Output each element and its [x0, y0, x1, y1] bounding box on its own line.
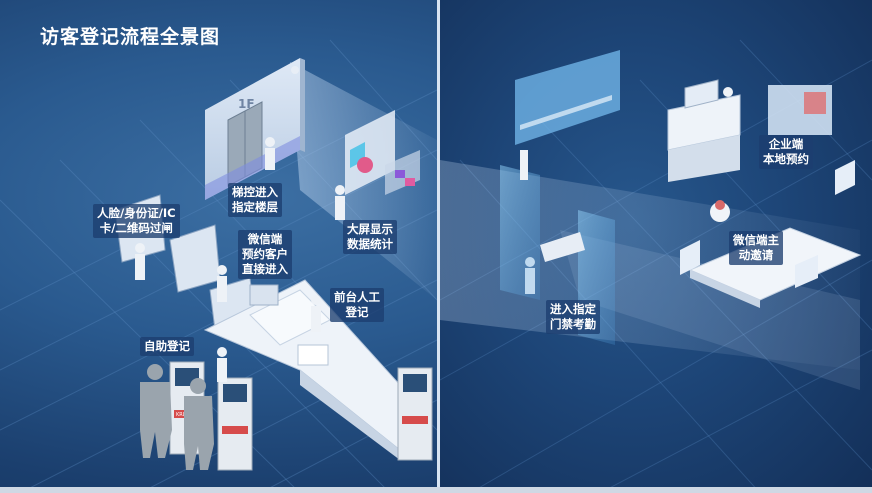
video-wall — [515, 50, 620, 145]
camera-icon — [291, 66, 299, 74]
big-screen-display — [345, 110, 420, 195]
label-wechat-preappointed: 微信端预约客户直接进入 — [238, 230, 292, 279]
bottom-bar — [0, 487, 872, 493]
floor-sign: 1F — [238, 97, 255, 111]
page-title: 访客登记流程全景图 — [40, 26, 221, 48]
label-wechat-invite: 微信端主动邀请 — [729, 231, 783, 265]
elevator-wall — [205, 58, 305, 200]
label-elevator: 梯控进入指定楼层 — [228, 183, 282, 217]
label-front-desk: 前台人工登记 — [330, 288, 384, 322]
light-beams — [290, 62, 860, 390]
meeting-table — [680, 160, 862, 308]
label-enterprise: 企业端本地预约 — [759, 135, 813, 169]
visitor-silhouettes — [140, 364, 214, 470]
label-big-screen: 大屏显示数据统计 — [343, 220, 397, 254]
label-self-service: 自助登记 — [140, 337, 194, 356]
panel-divider — [437, 0, 440, 493]
label-access-control: 进入指定门禁考勤 — [546, 300, 600, 334]
enterprise-desk — [667, 79, 832, 182]
